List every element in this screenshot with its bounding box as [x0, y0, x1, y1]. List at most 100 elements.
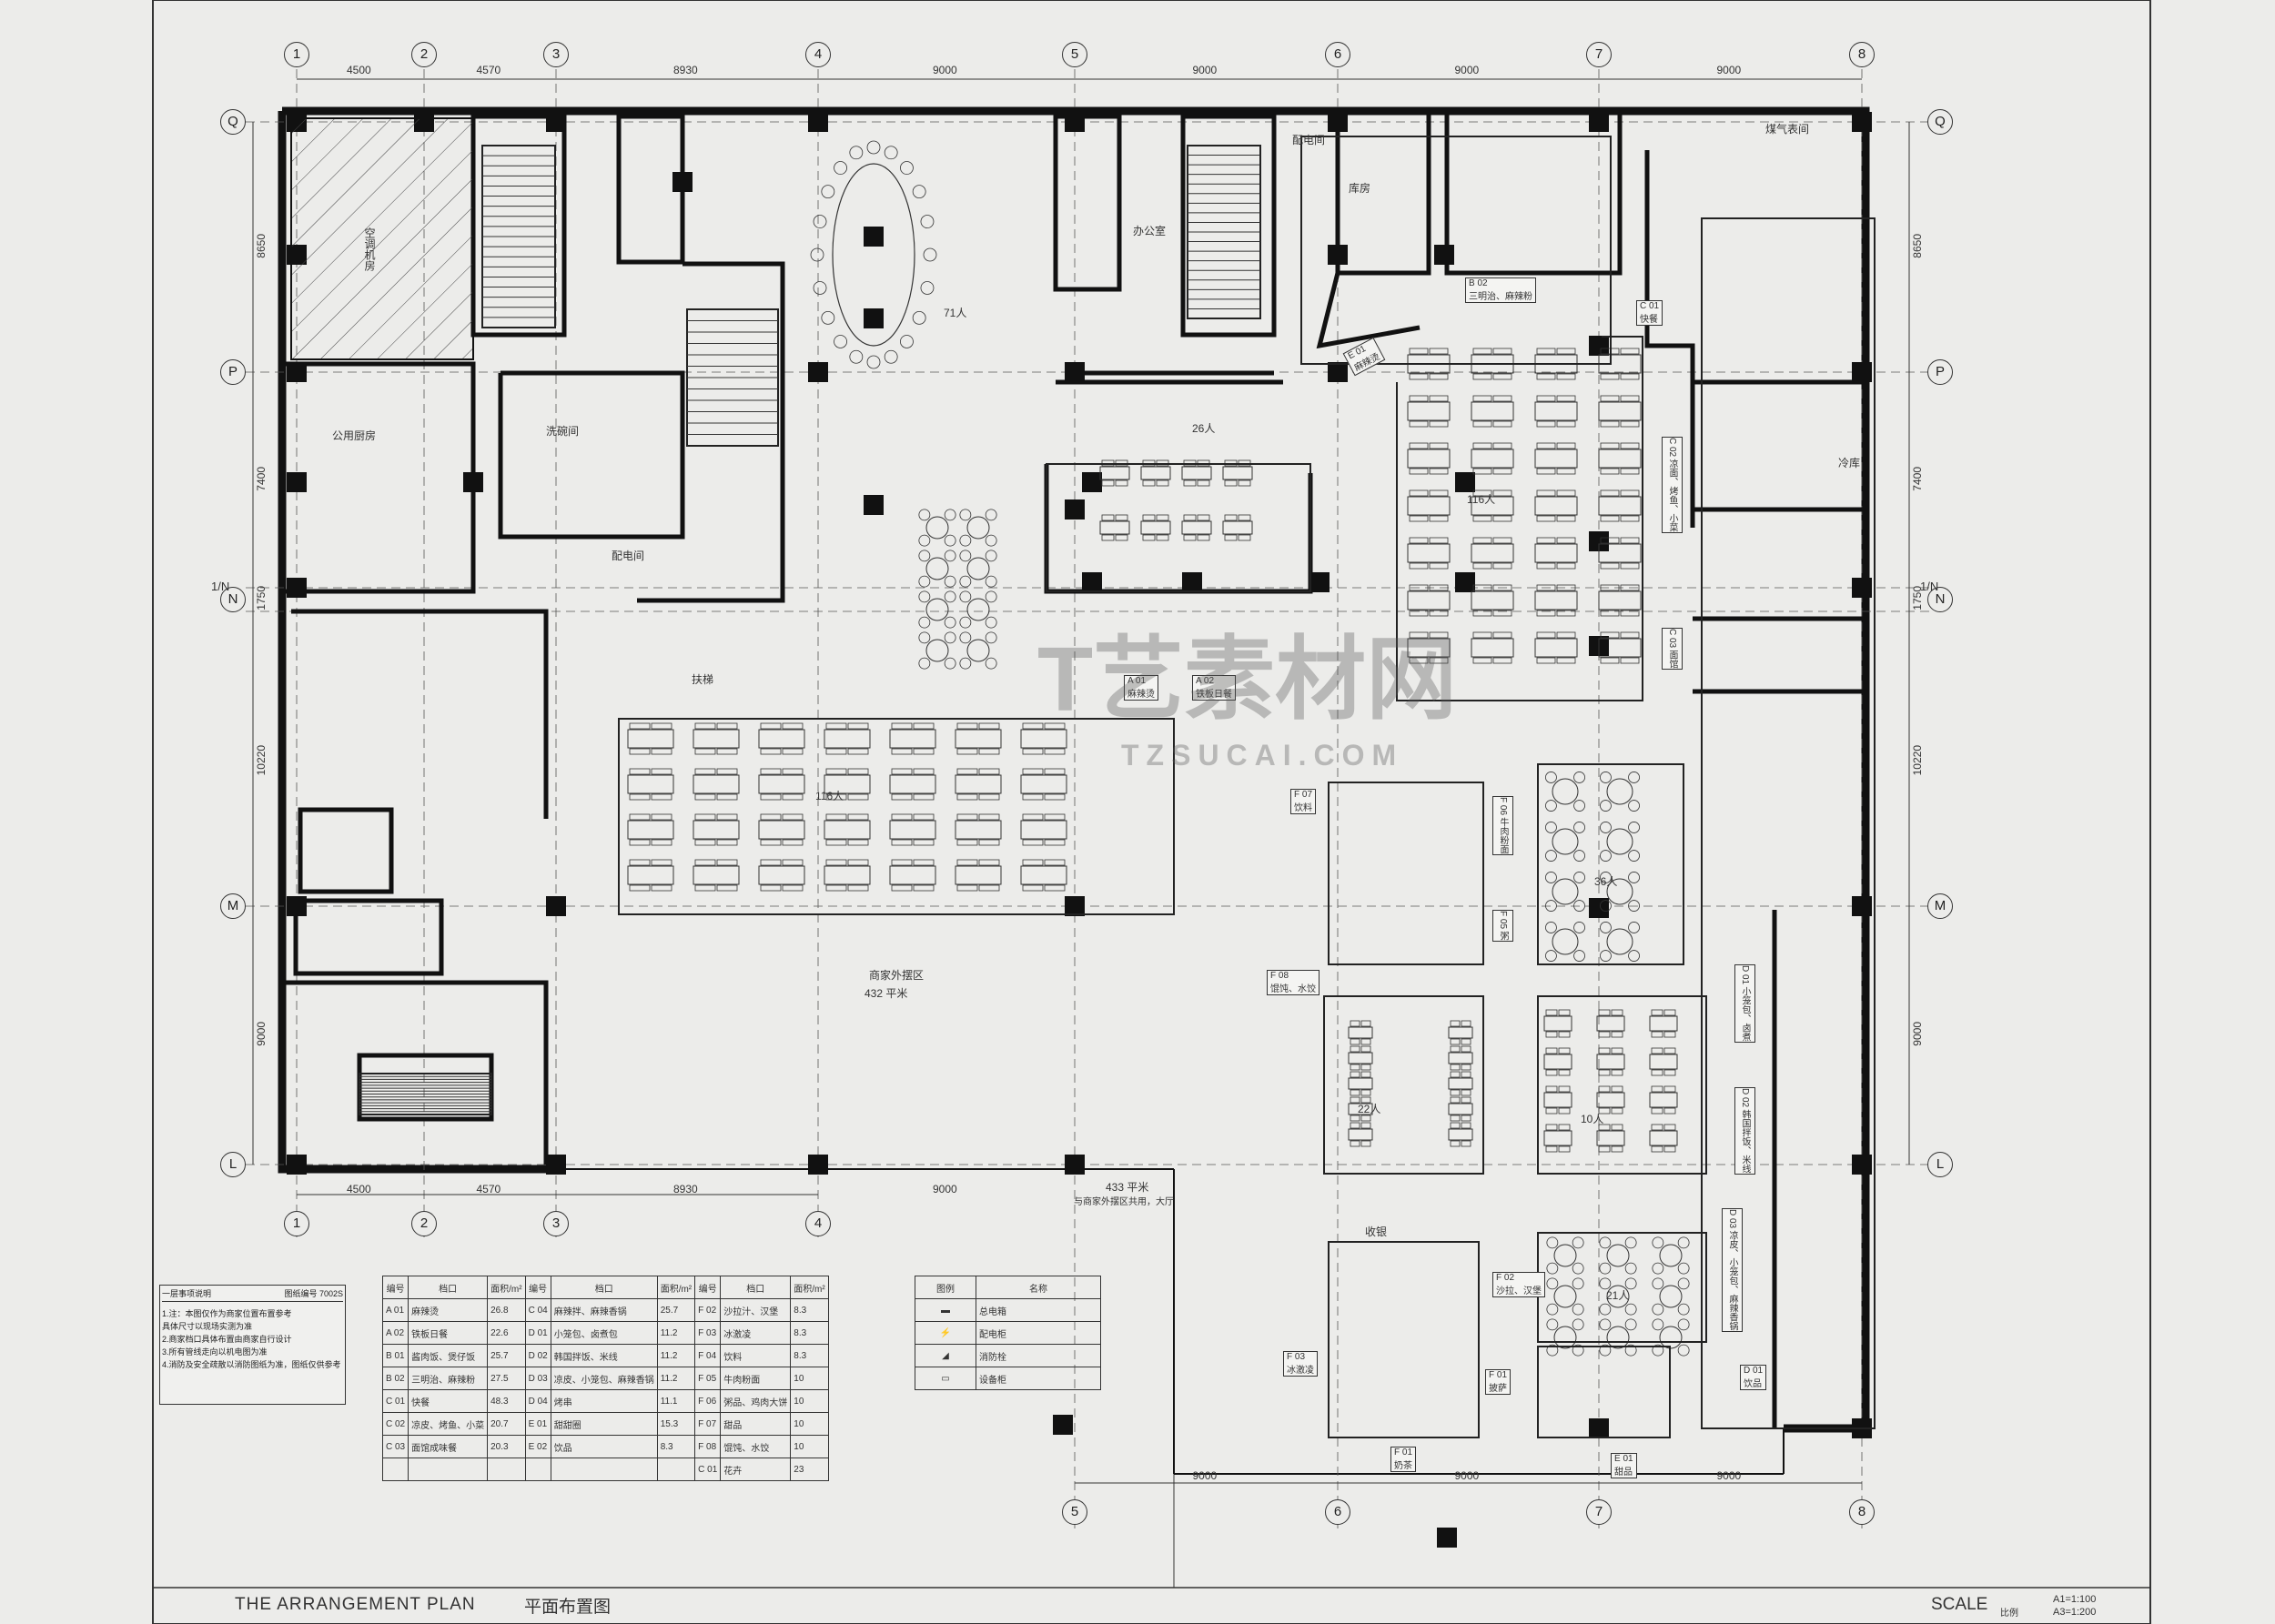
capacity-10: 10人 — [1581, 1113, 1604, 1125]
column-33 — [1065, 499, 1085, 519]
grid-row-left-N: N — [220, 587, 246, 612]
schedule-cell-3-2: 27.5 — [487, 1367, 526, 1390]
legend-item-label: 总电箱 — [976, 1298, 1101, 1322]
table-73 — [1543, 1124, 1572, 1153]
grid-col-top-1: 1 — [284, 42, 309, 67]
notes-line-0: 1.注：本图仅作为商家位置布置参考 — [162, 1309, 292, 1318]
schedule-cell-1-1: 铁板日餐 — [408, 1321, 489, 1345]
scale-a1: A1=1:100 — [2053, 1594, 2097, 1605]
table-24 — [1407, 631, 1451, 664]
schedule-cell-5-7: 甜品 — [720, 1412, 792, 1436]
round-table-56 — [1545, 772, 1585, 812]
top-dim-0: 4500 — [347, 64, 371, 76]
column-9 — [808, 362, 828, 382]
notes-line-2: 2.商家档口具体布置由商家自行设计 — [162, 1335, 292, 1344]
table-18 — [1534, 537, 1578, 570]
capacity-116-main: 116人 — [1467, 493, 1496, 506]
column-12 — [1852, 362, 1872, 382]
schedule-cell-0-7: 沙拉汁、汉堡 — [720, 1298, 792, 1322]
schedule-cell-0-2: 26.8 — [487, 1298, 526, 1322]
column-35 — [1434, 245, 1454, 265]
grid-col-top-8: 8 — [1849, 42, 1875, 67]
bottom-area-note-2: 与商家外摆区共用，大厅 — [1074, 1197, 1174, 1207]
schedule-cell-0-6: F 02 — [694, 1298, 722, 1322]
side-dim-right-3: 10220 — [1911, 745, 1924, 776]
column-42 — [1182, 572, 1202, 592]
table-93 — [1448, 1096, 1473, 1122]
table-30 — [758, 722, 805, 755]
table-15 — [1598, 489, 1642, 522]
table-13 — [1471, 489, 1514, 522]
table-16 — [1407, 537, 1451, 570]
table-94 — [1448, 1122, 1473, 1147]
notes-line-4: 4.消防及安全疏散以消防图纸为准，图纸仅供参考 — [162, 1360, 341, 1369]
schedule-cell-3-8: 10 — [790, 1367, 829, 1390]
interior-walls — [282, 111, 1866, 1428]
legend-item-label: 设备柜 — [976, 1367, 1101, 1390]
scale-sub: 比例 — [2000, 1609, 2018, 1619]
grid-row-left-L: L — [220, 1152, 246, 1177]
side-dim-right-2: 1750 — [1911, 586, 1924, 610]
schedule-cell-7-3 — [524, 1458, 551, 1481]
schedule-cell-6-7: 馄饨、水饺 — [720, 1435, 792, 1458]
table-row: ⚡配电柜 — [915, 1321, 1101, 1345]
table-29 — [693, 722, 740, 755]
cashier-label: 收银 — [1365, 1226, 1388, 1238]
column-39 — [1589, 531, 1609, 551]
column-32 — [864, 495, 884, 515]
table-88 — [1348, 1096, 1373, 1122]
capacity-21: 21人 — [1606, 1289, 1630, 1302]
schedule-cell-1-3: D 01 — [524, 1321, 551, 1345]
schedule-header-cell-6: 编号 — [694, 1276, 722, 1299]
schedule-cell-4-0: C 01 — [381, 1389, 410, 1413]
side-dim-left-2: 1750 — [255, 586, 268, 610]
sheet-title-en: THE ARRANGEMENT PLAN — [235, 1595, 476, 1614]
schedule-cell-6-8: 10 — [790, 1435, 829, 1458]
schedule-cell-2-3: D 02 — [524, 1344, 551, 1367]
notes-line-3: 3.所有管线走向以机电图为准 — [162, 1347, 268, 1357]
schedule-cell-1-8: 8.3 — [790, 1321, 829, 1345]
stall-c02: C 02 凉面、烤鱼、小菜 — [1662, 437, 1683, 533]
table-12 — [1407, 489, 1451, 522]
top-dim-5: 9000 — [1454, 64, 1480, 76]
schedule-header-cell-7: 档口 — [720, 1276, 792, 1299]
bottom-dim-right-2: 9000 — [1716, 1469, 1742, 1482]
sheet-title-cn: 平面布置图 — [524, 1598, 612, 1617]
column-30 — [864, 227, 884, 247]
legend-item-label: 配电柜 — [976, 1321, 1101, 1345]
column-45 — [1589, 898, 1609, 918]
schedule-cell-1-2: 22.6 — [487, 1321, 526, 1345]
column-31 — [864, 308, 884, 328]
round-table-61 — [1600, 872, 1640, 912]
round-table-83 — [1599, 1318, 1637, 1357]
table-46 — [889, 813, 936, 846]
schedule-cell-1-6: F 03 — [694, 1321, 722, 1345]
scale-a3: A3=1:200 — [2053, 1607, 2097, 1618]
round-table-98 — [959, 550, 997, 588]
top-dim-1: 4570 — [476, 64, 501, 76]
table-2 — [1534, 348, 1578, 380]
schedule-cell-1-7: 冰激凌 — [720, 1321, 792, 1345]
grid-row-right-P: P — [1927, 359, 1953, 385]
round-table-97 — [918, 550, 956, 588]
schedule-cell-1-5: 11.2 — [656, 1321, 696, 1345]
table-45 — [824, 813, 871, 846]
schedule-cell-6-4: 饮品 — [550, 1435, 658, 1458]
grid-row-1n-left: 1/N — [211, 580, 230, 593]
table-66 — [1649, 1009, 1678, 1038]
side-dim-right-0: 8650 — [1911, 233, 1924, 258]
watermark-url: TZSUCAI.COM — [1121, 739, 1404, 772]
table-68 — [1596, 1047, 1625, 1076]
table-74 — [1596, 1124, 1625, 1153]
watermark-brand: T艺素材网 — [1037, 629, 1458, 731]
column-6 — [1589, 112, 1609, 132]
schedule-cell-7-5 — [656, 1458, 696, 1481]
grid-row-right-N: N — [1927, 587, 1953, 612]
